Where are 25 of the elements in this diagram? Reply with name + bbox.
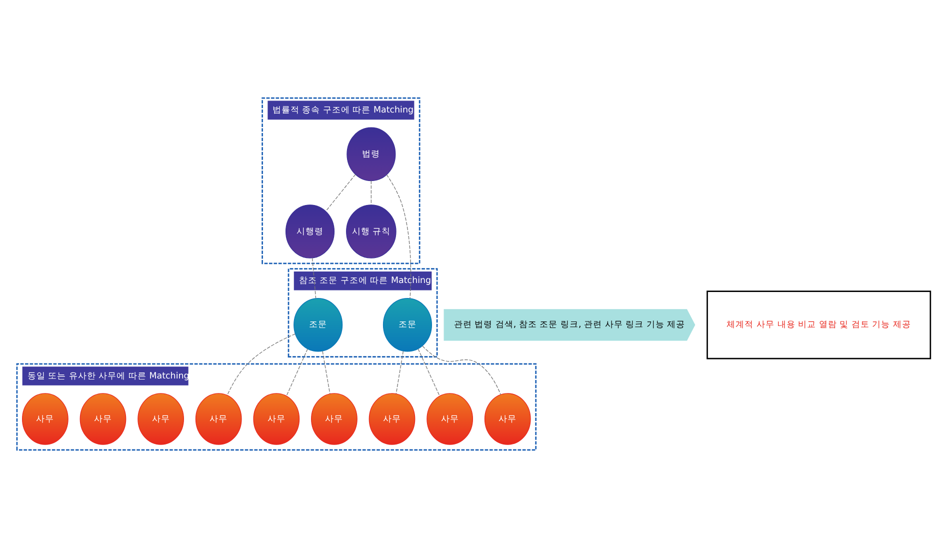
node-ellipse: 사무 xyxy=(368,392,416,444)
connector xyxy=(286,348,308,396)
connector xyxy=(370,180,372,205)
connector xyxy=(226,333,296,396)
node-ellipse: 사무 xyxy=(80,392,126,444)
node-ellipse: 사무 xyxy=(311,392,358,444)
node-ellipse: 사무 xyxy=(484,392,531,444)
node-circle: 조문 xyxy=(294,298,343,352)
node-ellipse: 사무 xyxy=(195,392,242,444)
node-ellipse: 사무 xyxy=(22,392,68,444)
node-circle: 시행령 xyxy=(286,204,335,258)
connector xyxy=(322,350,330,394)
connector xyxy=(396,350,404,394)
node-ellipse: 사무 xyxy=(253,392,300,444)
connector xyxy=(386,174,412,298)
node-circle: 법령 xyxy=(346,126,396,181)
node-circle: 시행 규칙 xyxy=(346,204,396,258)
node-circle: 조문 xyxy=(382,298,432,352)
connector xyxy=(422,345,501,394)
connector xyxy=(312,257,316,298)
connector xyxy=(418,348,440,396)
node-ellipse: 사무 xyxy=(426,392,474,444)
node-ellipse: 사무 xyxy=(138,392,184,444)
connector xyxy=(326,174,356,211)
node-box: 체계적 사무 내용 비교 열람 및 검토 기능 제공 xyxy=(706,290,932,359)
